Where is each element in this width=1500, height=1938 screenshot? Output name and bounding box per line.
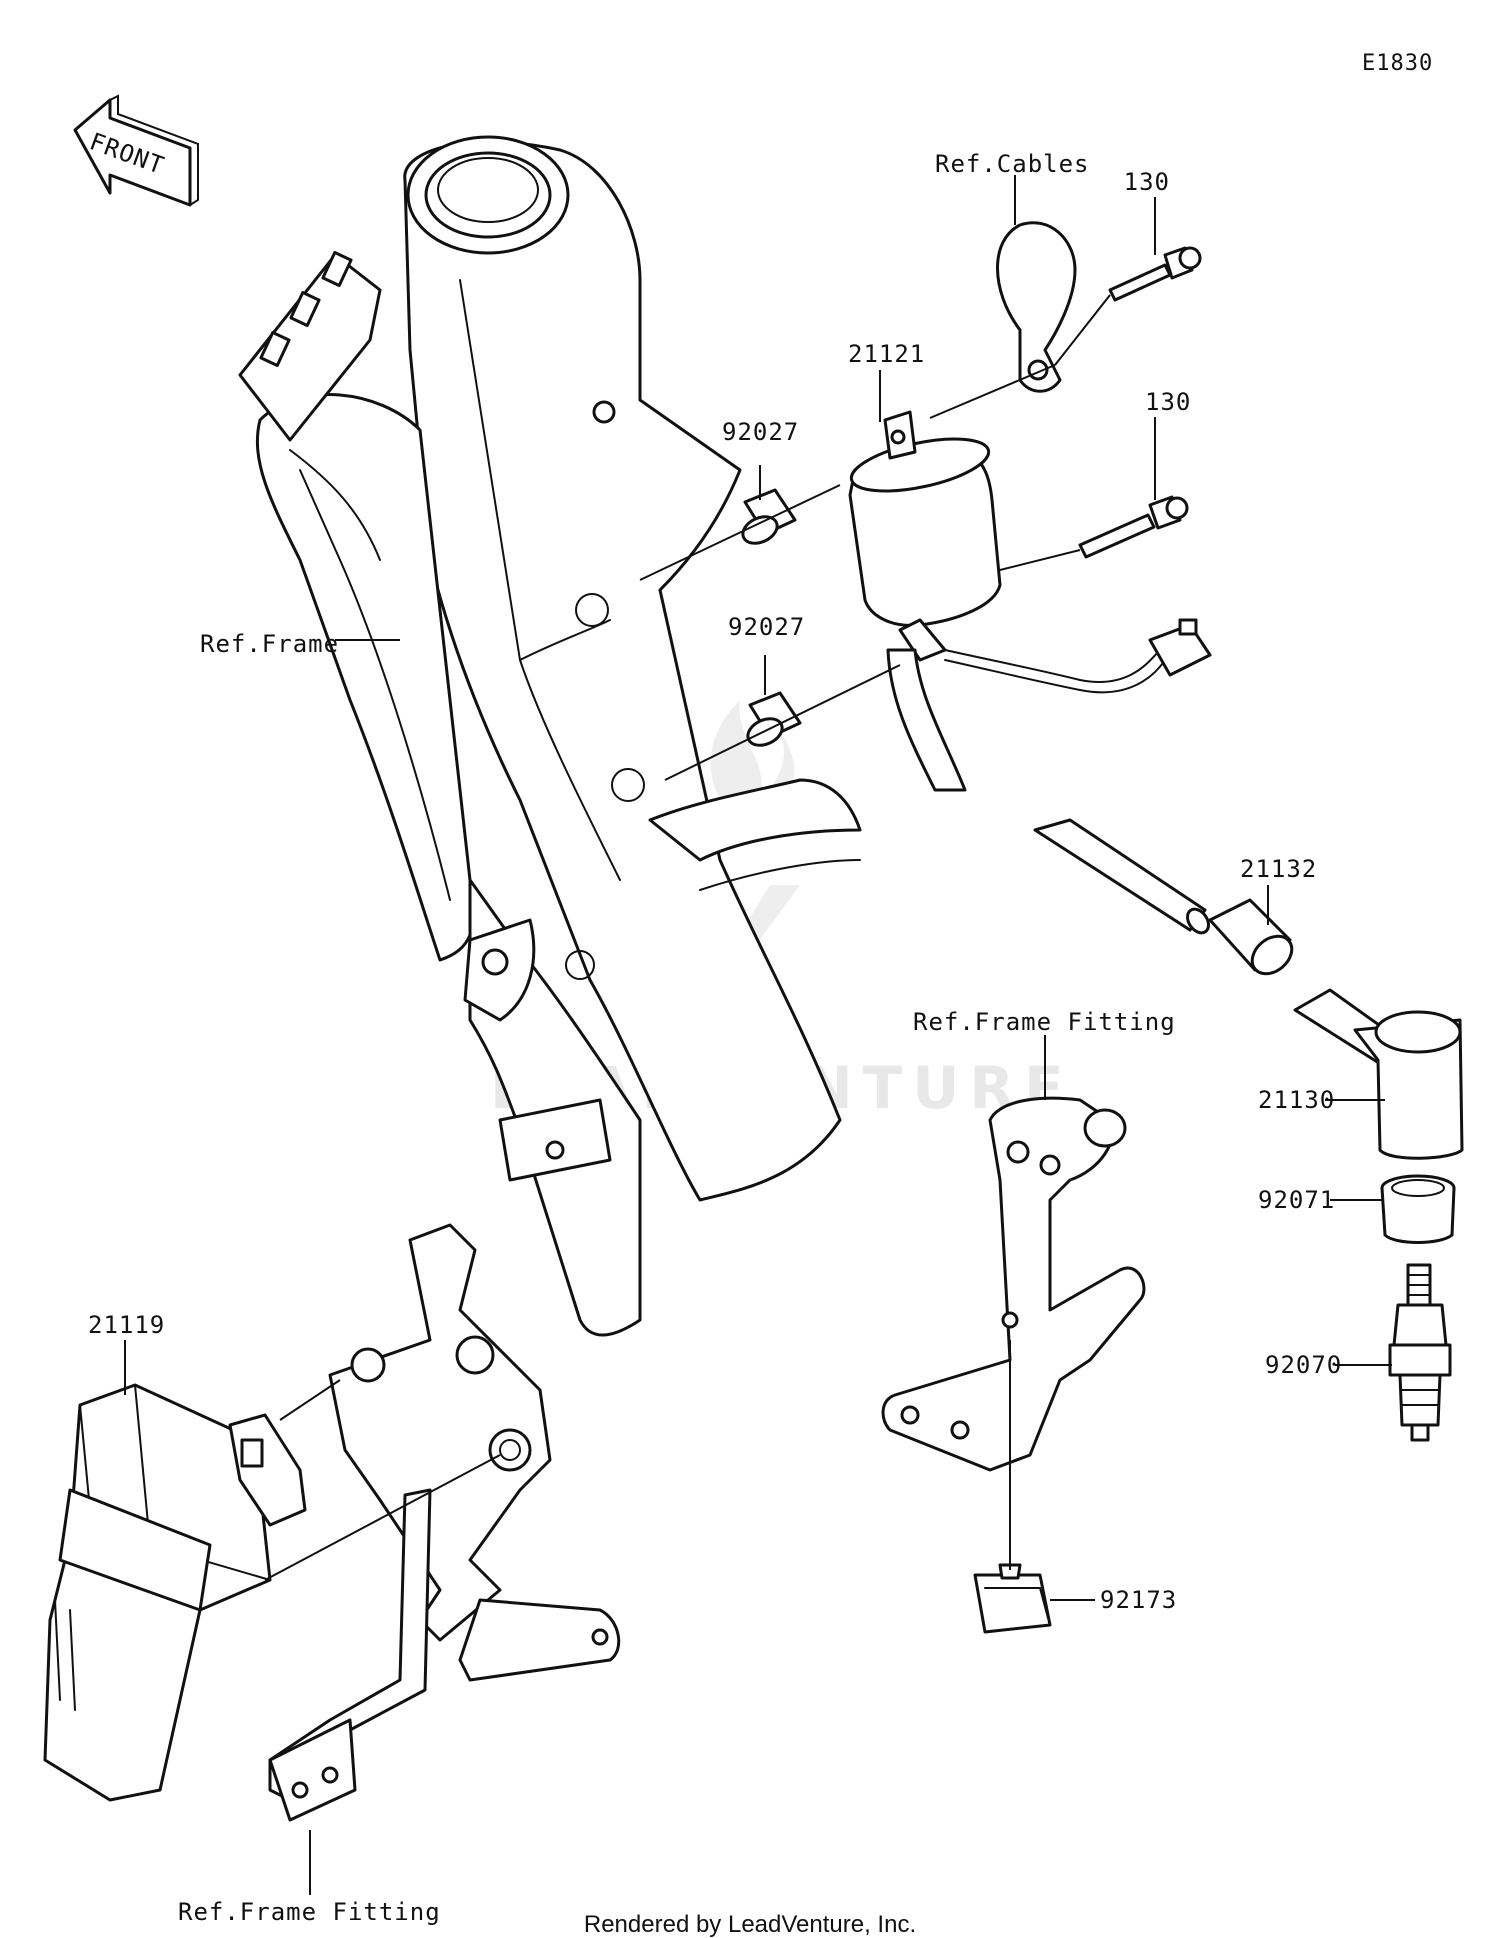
callout-bolt-upper: 130 — [1124, 168, 1170, 196]
collar-lower-icon — [746, 691, 802, 747]
cdi-unit-drawing — [43, 1383, 307, 1802]
frame-fitting-right-drawing — [881, 1096, 1146, 1472]
frame-drawing — [238, 135, 862, 1337]
callout-collar-lower: 92027 — [728, 613, 805, 641]
callout-plug-cap: 21130 — [1258, 1086, 1335, 1114]
callout-collar-upper: 92027 — [722, 418, 799, 446]
callout-ref-frame-fitting-bottom: Ref.Frame Fitting — [178, 1898, 441, 1926]
leader-lines — [124, 175, 1392, 1895]
seal-icon — [1208, 898, 1294, 976]
callout-plug-cap-ring: 92071 — [1258, 1186, 1335, 1214]
ignition-coil-drawing — [848, 410, 1212, 935]
bolt-upper-icon — [1108, 246, 1202, 302]
plug-cap-ring-icon — [1380, 1174, 1456, 1244]
front-arrow-icon: FRONT — [73, 94, 199, 207]
cable-clamp-icon — [996, 221, 1077, 393]
frame-fitting-bottom-drawing — [268, 1223, 621, 1822]
collar-upper-icon — [741, 488, 797, 545]
callout-seal: 21132 — [1240, 855, 1317, 883]
callout-ref-frame-fitting-right: Ref.Frame Fitting — [913, 1008, 1176, 1036]
bolt-lower-icon — [1078, 495, 1189, 559]
callout-ref-cables: Ref.Cables — [935, 150, 1090, 178]
callout-coil: 21121 — [848, 340, 925, 368]
footer-credit: Rendered by LeadVenture, Inc. — [584, 1911, 916, 1938]
diagram-code: E1830 — [1362, 51, 1433, 76]
callout-bolt-lower: 130 — [1145, 388, 1191, 416]
spark-plug-icon — [1388, 1263, 1452, 1442]
callout-cdi-unit: 21119 — [88, 1311, 165, 1339]
callout-ref-frame: Ref.Frame — [200, 630, 339, 658]
plug-cap-icon — [1293, 988, 1464, 1160]
clip-icon — [973, 1563, 1052, 1634]
callout-clip: 92173 — [1100, 1586, 1177, 1614]
callout-spark-plug: 92070 — [1265, 1351, 1342, 1379]
